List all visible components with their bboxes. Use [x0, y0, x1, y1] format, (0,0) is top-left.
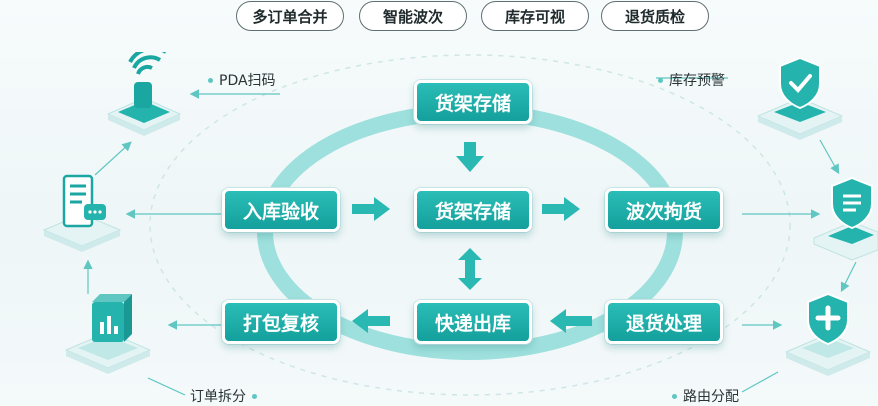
tag-return-inspection[interactable]: 退货质检 — [601, 1, 709, 31]
wifi-scanner-icon — [106, 52, 182, 136]
label-pda: PDA扫码 — [208, 70, 276, 90]
connector-left-up — [94, 141, 132, 176]
node-wave-picking[interactable]: 波次拘货 — [605, 188, 723, 232]
label-order-split-text: 订单拆分 — [190, 389, 246, 405]
label-routing: 路由分配 — [672, 386, 739, 406]
node-packing-review[interactable]: 打包复核 — [222, 300, 340, 344]
bullet-dot — [208, 77, 213, 83]
bullet-dot — [658, 77, 663, 83]
node-inbound-check[interactable]: 入库验收 — [222, 188, 340, 232]
arrow-vertical-center — [458, 248, 482, 290]
box-chart-icon — [64, 294, 152, 374]
node-shelf-storage-center[interactable]: 货架存储 — [414, 188, 532, 232]
arrow-left-returns — [550, 309, 592, 333]
bullet-dot — [672, 393, 677, 399]
tag-inventory-visible[interactable]: 库存可视 — [481, 1, 589, 31]
connector-order-split — [147, 377, 186, 396]
arrow-down-top — [456, 142, 484, 172]
label-order-split: 订单拆分 — [190, 386, 257, 406]
arrow-right-center — [542, 197, 580, 221]
connector-right-down — [840, 261, 857, 293]
document-chat-icon — [42, 174, 122, 252]
outer-dashed-ring — [149, 54, 791, 396]
list-shield-icon — [813, 176, 878, 261]
tag-order-merge[interactable]: 多订单合并 — [236, 1, 344, 31]
bullet-dot — [252, 393, 257, 399]
check-shield-icon — [756, 56, 844, 140]
node-returns-handling[interactable]: 退货处理 — [605, 300, 723, 344]
connector-right-up — [819, 139, 840, 175]
node-shelf-storage-top[interactable]: 货架存储 — [414, 80, 532, 124]
node-express-outbound[interactable]: 快递出库 — [414, 300, 532, 344]
label-stock-alert: 库存预警 — [658, 70, 725, 90]
connector-routing — [741, 371, 779, 393]
tag-smart-wave[interactable]: 智能波次 — [359, 1, 467, 31]
label-routing-text: 路由分配 — [683, 389, 739, 405]
arrow-right-inbound — [352, 197, 390, 221]
plus-shield-icon — [784, 292, 872, 376]
arrow-left-outbound — [352, 309, 390, 333]
label-stock-alert-text: 库存预警 — [669, 73, 725, 89]
label-pda-text: PDA扫码 — [219, 73, 276, 89]
